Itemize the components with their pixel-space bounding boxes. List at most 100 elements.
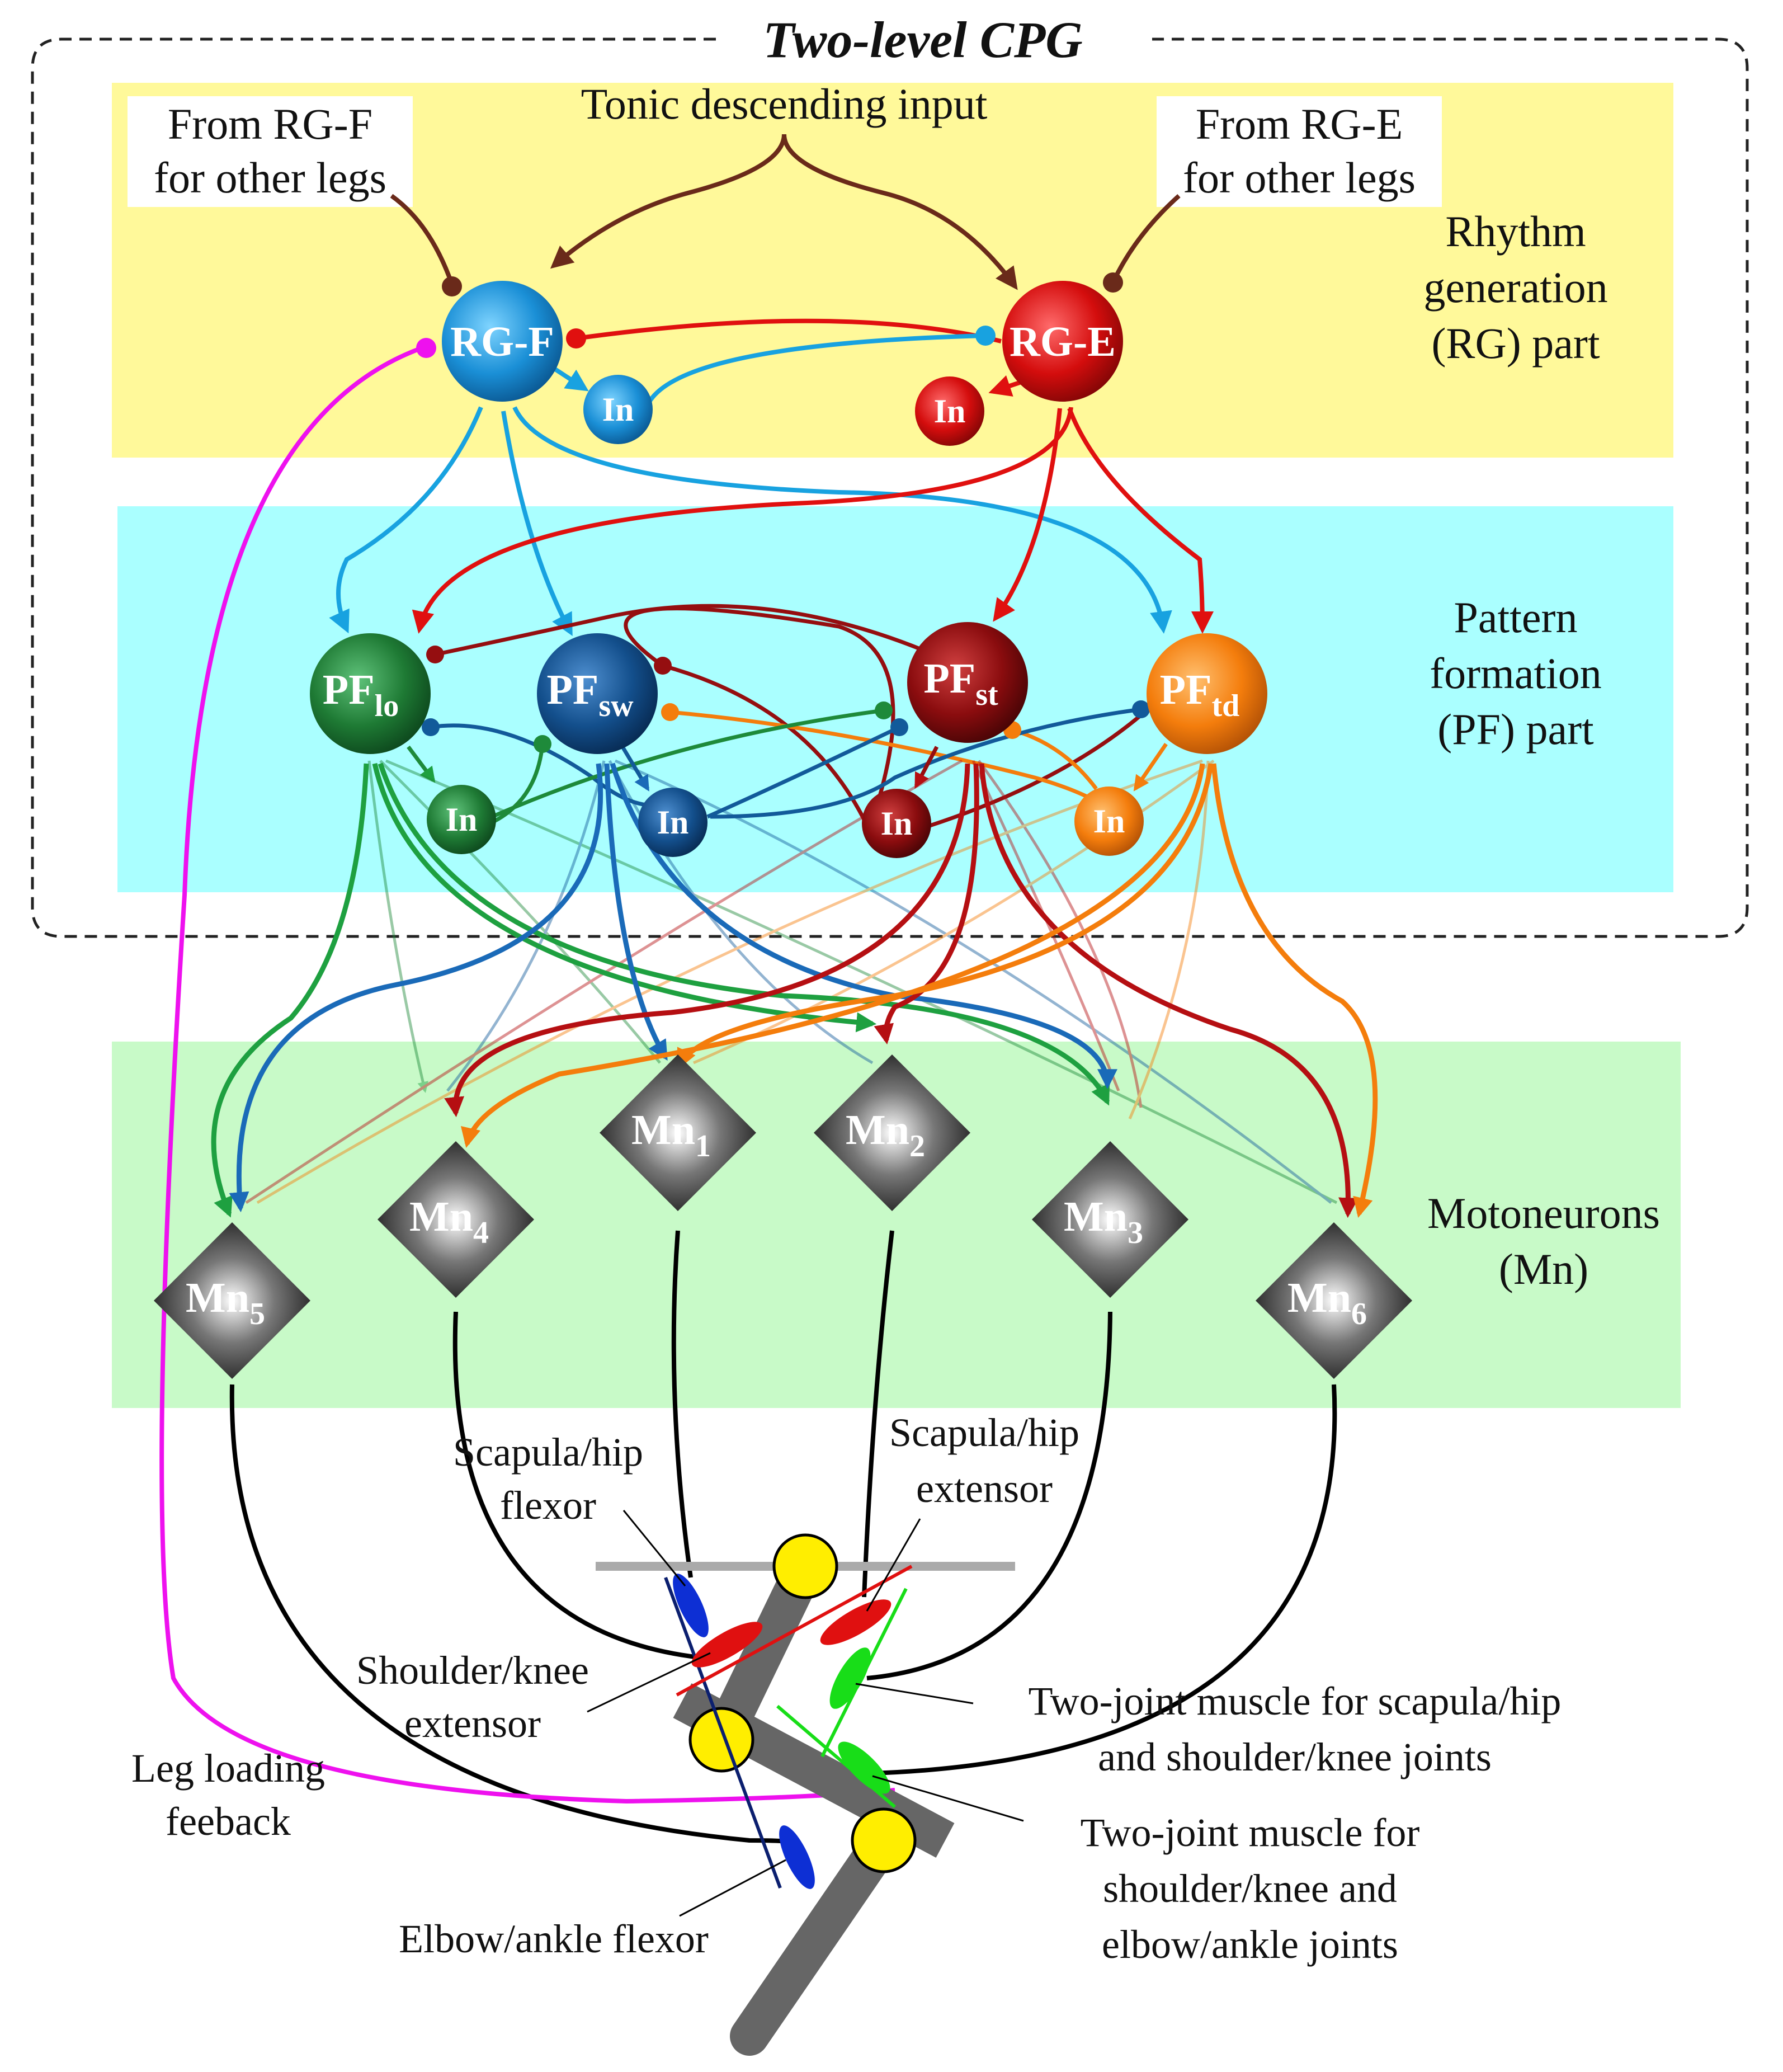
in-extensor-rg: In — [915, 376, 984, 446]
muscle-pointers — [587, 1510, 1024, 1917]
pf-lo-node: PFlo — [310, 633, 431, 754]
in-td-label: In — [1093, 803, 1125, 840]
in-st-label: In — [881, 805, 913, 842]
mn-2: Mn2 — [814, 1054, 970, 1211]
mn-4-sub: 4 — [473, 1216, 489, 1250]
joint-knee — [688, 1707, 754, 1773]
svg-text:extensor: extensor — [404, 1701, 541, 1746]
in-extensor-rg-label: In — [934, 393, 966, 430]
mn-2-sub: 2 — [909, 1129, 925, 1164]
svg-text:feeback: feeback — [166, 1799, 291, 1844]
svg-text:Scapula/hip: Scapula/hip — [889, 1410, 1079, 1455]
knee-extensor-label-2: extensor — [404, 1701, 541, 1746]
elbow-flexor-muscle — [779, 1825, 815, 1889]
mn-label-1: Motoneurons — [1427, 1189, 1660, 1237]
svg-text:Pattern: Pattern — [1454, 593, 1578, 642]
rg-label-3: (RG) part — [1431, 319, 1600, 368]
two-joint-muscle-hip-knee — [829, 1647, 871, 1709]
rg-e-label: RG-E — [1010, 318, 1116, 365]
feedback-synapse — [416, 338, 436, 358]
elbow-flexor-label: Elbow/ankle flexor — [399, 1916, 709, 1961]
svg-text:(RG) part: (RG) part — [1431, 319, 1600, 368]
two-joint-2-label-3: elbow/ankle joints — [1102, 1922, 1398, 1967]
two-joint-1-label-1: Two-joint muscle for scapula/hip — [1029, 1679, 1562, 1723]
from-rge-box — [1157, 96, 1442, 207]
cpg-title: Two-level CPG — [763, 11, 1082, 68]
pf-td-node: PFtd — [1147, 633, 1267, 754]
rg-e-node: RG-E — [1002, 281, 1123, 402]
in-lo: In — [427, 785, 496, 854]
pf-syn-7 — [534, 735, 551, 753]
svg-text:for other legs: for other legs — [1183, 153, 1416, 202]
mn-1: Mn1 — [600, 1054, 756, 1211]
svg-text:extensor: extensor — [916, 1466, 1053, 1511]
from-rgf-line2: for other legs — [154, 153, 386, 202]
descending-synapse-rge — [1103, 272, 1123, 293]
pf-to-mn-strong — [211, 762, 1378, 1218]
svg-text:Leg loading: Leg loading — [131, 1746, 325, 1791]
svg-text:From RG-E: From RG-E — [1196, 100, 1403, 148]
leg-model — [596, 1533, 1015, 2056]
hip-flexor-label-1: Scapula/hip — [453, 1430, 643, 1475]
knee-extensor-muscle — [691, 1622, 763, 1668]
svg-text:shoulder/knee and: shoulder/knee and — [1103, 1866, 1397, 1911]
rg-label-2: generation — [1423, 263, 1607, 312]
pf-td-sub: td — [1212, 689, 1240, 723]
svg-text:Motoneurons: Motoneurons — [1427, 1189, 1660, 1237]
pf-label-2: formation — [1430, 649, 1602, 698]
mn-to-muscle-wires — [229, 1230, 1337, 1848]
pf-label-3: (PF) part — [1437, 705, 1594, 754]
two-joint-muscle-knee-ankle — [838, 1741, 890, 1794]
svg-text:generation: generation — [1423, 263, 1607, 312]
mn-6-sub: 6 — [1351, 1297, 1367, 1331]
knee-extensor-label-1: Shoulder/knee — [356, 1648, 589, 1693]
svg-text:and shoulder/knee joints: and shoulder/knee joints — [1098, 1735, 1492, 1779]
in-to-rge-synapse — [975, 326, 996, 346]
svg-text:Scapula/hip: Scapula/hip — [453, 1430, 643, 1475]
hip-flexor-label-2: flexor — [500, 1483, 596, 1528]
mn-5-label: Mn — [186, 1274, 249, 1321]
svg-text:Shoulder/knee: Shoulder/knee — [356, 1648, 589, 1693]
mn-label-2: (Mn) — [1499, 1245, 1588, 1293]
in-st: In — [862, 789, 931, 858]
in-lo-label: In — [446, 801, 478, 838]
in-sw: In — [638, 788, 707, 857]
mn-1-label: Mn — [631, 1106, 695, 1153]
svg-text:flexor: flexor — [500, 1483, 596, 1528]
svg-text:elbow/ankle joints: elbow/ankle joints — [1102, 1922, 1398, 1967]
svg-text:Mn5: Mn5 — [186, 1274, 265, 1331]
mn-6-label: Mn — [1287, 1274, 1351, 1321]
mn-2-label: Mn — [846, 1106, 909, 1153]
pf-sw-label: PF — [546, 666, 598, 713]
svg-text:Two-joint muscle for: Two-joint muscle for — [1081, 1810, 1420, 1855]
pf-syn-3 — [661, 703, 679, 721]
hip-extensor-label-2: extensor — [916, 1466, 1053, 1511]
svg-text:PFsw: PFsw — [546, 666, 634, 723]
pf-st-label: PF — [923, 655, 975, 702]
two-joint-2-label-2: shoulder/knee and — [1103, 1866, 1397, 1911]
hip-extensor-label-1: Scapula/hip — [889, 1410, 1079, 1455]
pf-sw-sub: sw — [598, 689, 634, 723]
svg-text:Mn3: Mn3 — [1064, 1193, 1143, 1250]
leg-loading-label-1: Leg loading — [131, 1746, 325, 1791]
mn-3: Mn3 — [1032, 1141, 1188, 1298]
from-rgf-box — [128, 96, 413, 207]
mn-4-label: Mn — [409, 1193, 473, 1240]
pf-st-node: PFst — [907, 622, 1028, 743]
svg-text:From RG-F: From RG-F — [168, 100, 372, 148]
in-sw-label: In — [657, 804, 689, 841]
pf-label-1: Pattern — [1454, 593, 1578, 642]
rg-f-label: RG-F — [450, 318, 554, 365]
svg-text:Rhythm: Rhythm — [1445, 207, 1586, 256]
pf-sw-node: PFsw — [537, 633, 658, 754]
in-td: In — [1074, 787, 1144, 856]
in-flexor-rg-label: In — [602, 391, 634, 428]
pf-syn-6 — [1132, 700, 1150, 718]
svg-text:Mn2: Mn2 — [846, 1106, 925, 1164]
pf-syn-9 — [890, 718, 908, 736]
descending-synapse-rgf — [442, 276, 462, 296]
hip-flexor-muscle — [673, 1574, 709, 1637]
lower-segment — [730, 1821, 903, 2056]
pf-syn-2 — [654, 657, 672, 675]
